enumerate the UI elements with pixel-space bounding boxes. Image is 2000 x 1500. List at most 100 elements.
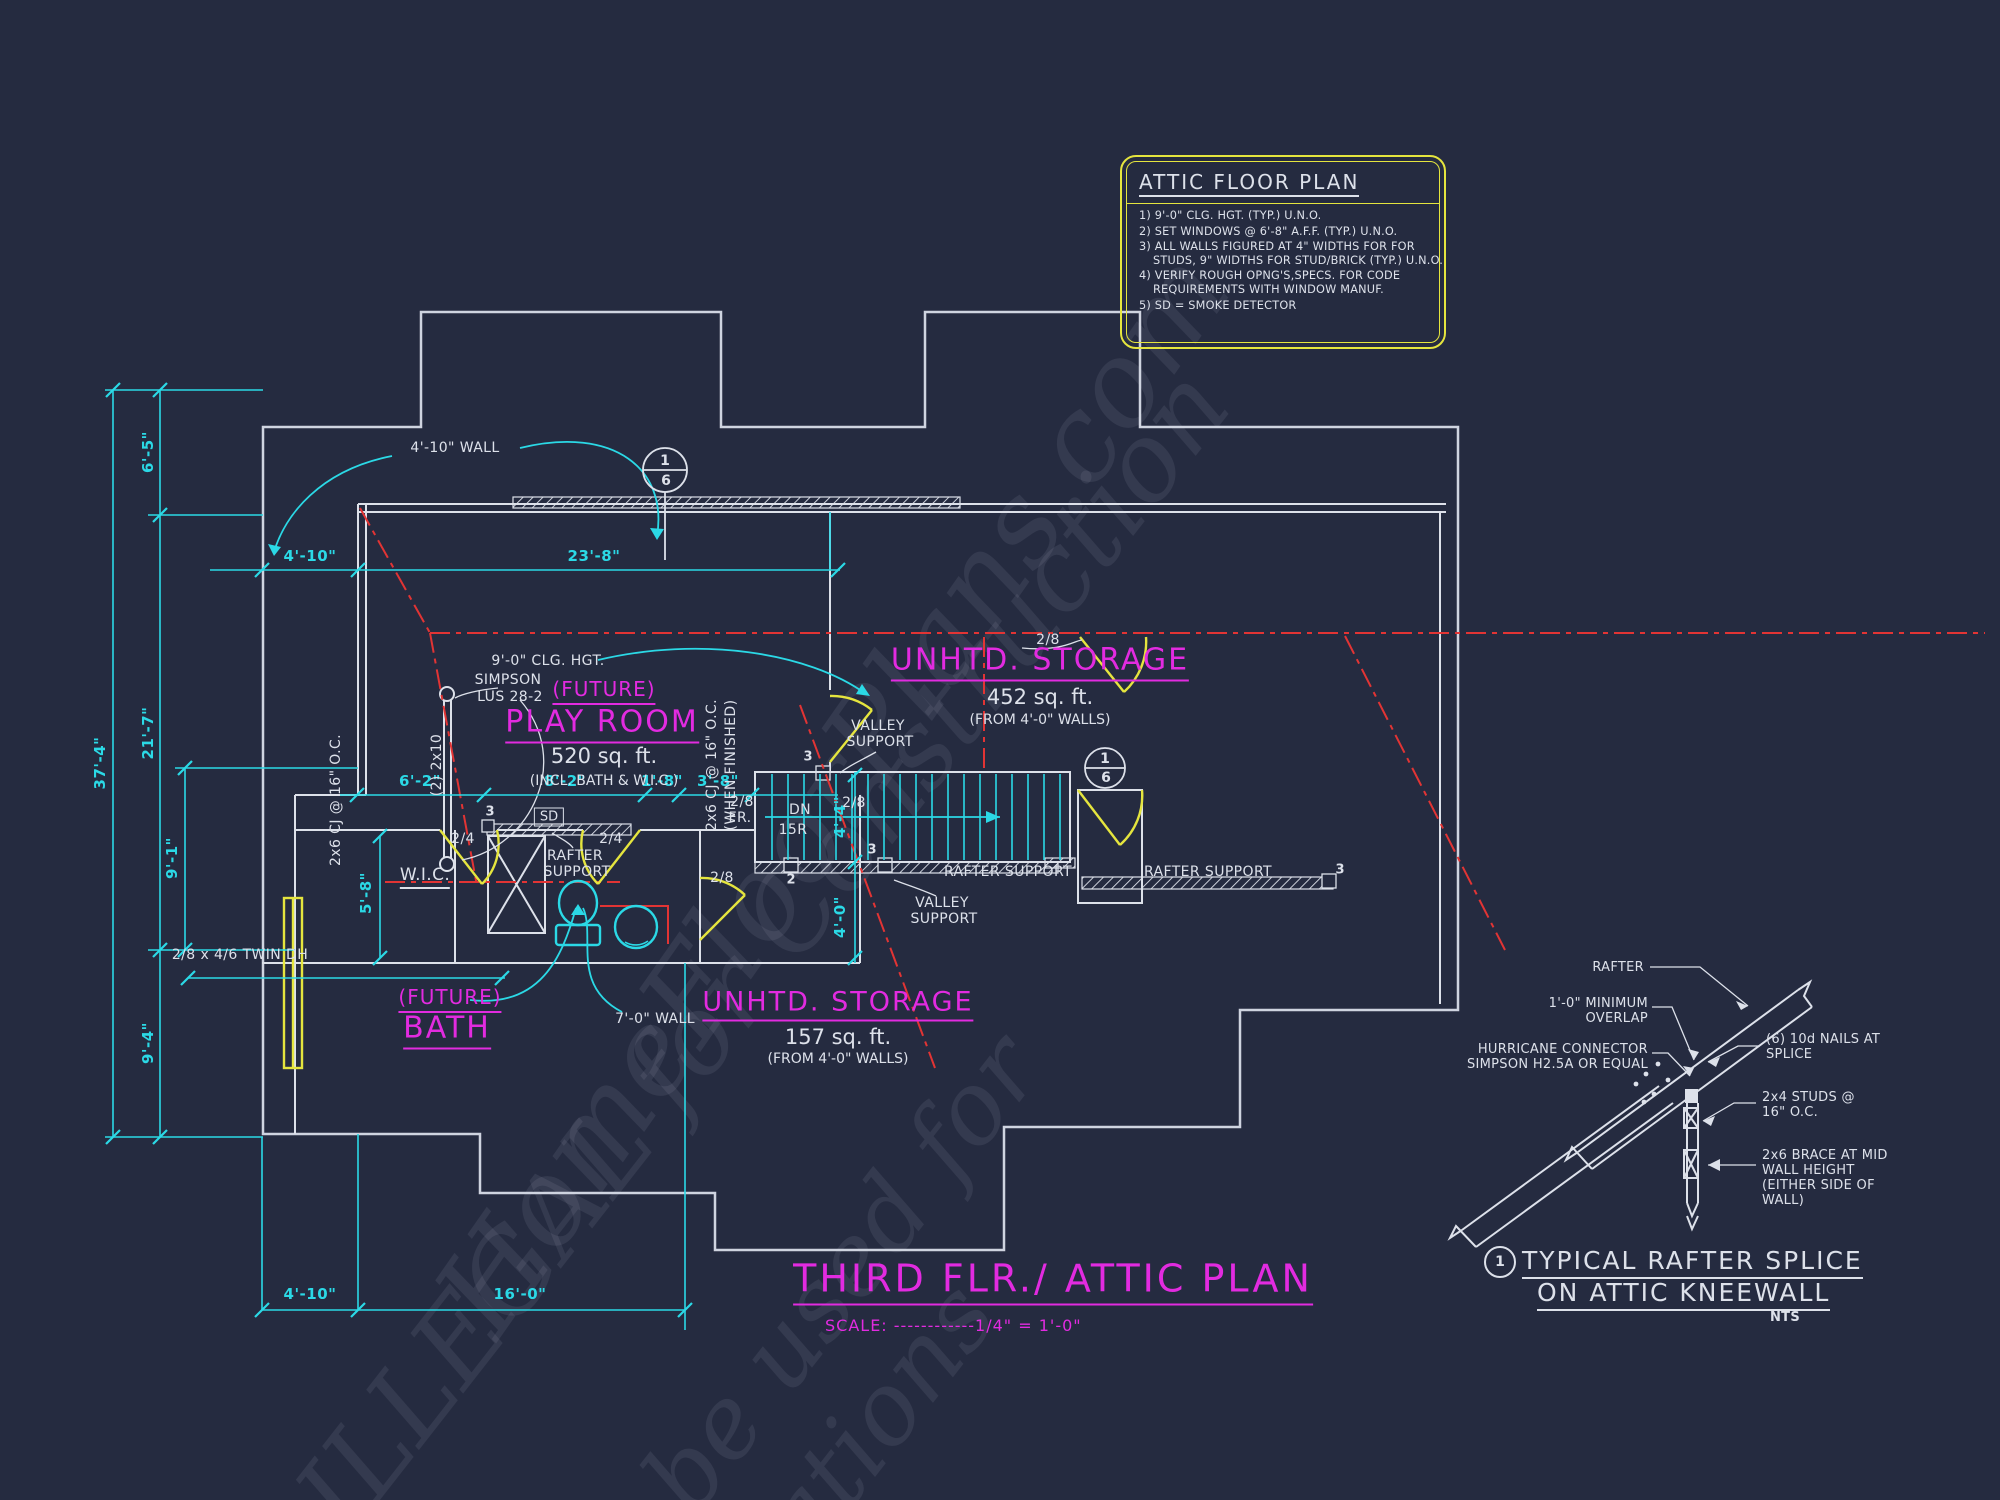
toilet-tank [554, 923, 602, 947]
notes-divider [1127, 203, 1439, 204]
label-twin-dh: 2/8 x 4/6 TWIN DH [171, 947, 309, 963]
label-beam: (2) 2x10 [429, 733, 445, 797]
room-playroom-prefix: (FUTURE) [552, 677, 656, 705]
dim-left-total: 37'-4" [91, 736, 109, 790]
detail-scale-nts: NTS [1770, 1310, 1801, 1325]
room-storage-main-area: 452 sq. ft. [986, 685, 1094, 709]
dim-row-4: 3'-8" [696, 772, 740, 790]
door-chimney [1077, 789, 1144, 846]
doors-and-window [282, 636, 1148, 1070]
room-storage-lower-note: (FROM 4'-0" WALLS) [767, 1051, 909, 1067]
note-5: 5) SD = SMOKE DETECTOR [1139, 298, 1297, 312]
label-cj-mid-1: 2x6 CJ @ 16" O.C. [704, 699, 720, 831]
dim-left-mid: 21'-7" [139, 706, 157, 760]
note-3: 3) ALL WALLS FIGURED AT 4" WIDTHS FOR FO… [1139, 240, 1443, 267]
label-rafter-left-2: SUPPORT [543, 864, 611, 880]
label-cj-left: 2x6 CJ @ 16" O.C. [328, 734, 344, 866]
label-fr-1: 2/8 [730, 794, 754, 810]
detail-label-studs: 2x4 STUDS @ 16" O.C. [1762, 1090, 1855, 1120]
label-valley-bot-2: SUPPORT [910, 911, 978, 927]
callout-top-den: 6 [661, 473, 671, 489]
label-simpson-1: SIMPSON [474, 672, 542, 688]
door-bath [580, 829, 641, 885]
dimension-ticks [105, 382, 863, 1318]
label-simpson-2: LUS 28-2 [477, 689, 543, 705]
sink [613, 904, 659, 950]
room-wic-name: W.I.C. [399, 865, 451, 889]
label-rafter-left-1: RAFTER [546, 848, 604, 864]
detail-label-hurricane: HURRICANE CONNECTOR SIMPSON H2.5A OR EQU… [1466, 1042, 1648, 1072]
detail-label-brace: 2x6 BRACE AT MID WALL HEIGHT (EITHER SID… [1762, 1148, 1888, 1208]
label-wall-410: 4'-10" WALL [410, 440, 500, 456]
room-storage-main-name: UNHTD. STORAGE [890, 643, 1190, 682]
interior-walls [262, 503, 1446, 1134]
bath-red-walls [600, 905, 669, 944]
dim-bottom-main: 16'-0" [493, 1285, 547, 1303]
room-bath-prefix: (FUTURE) [398, 985, 502, 1013]
label-door-28-b: 2/8 [842, 795, 866, 811]
staircase [754, 771, 1071, 863]
footprint-outline [261, 310, 1460, 1252]
leader-curves [273, 441, 867, 1013]
label-smoke-detector: SD [533, 807, 565, 827]
room-playroom-name: PLAY ROOM [505, 705, 699, 744]
toilet-bowl [557, 879, 599, 927]
marker-3-beam: 3 [485, 804, 495, 820]
detail-title-line2: ON ATTIC KNEEWALL [1537, 1278, 1831, 1311]
marker-3-stairs-mid: 3 [867, 842, 877, 858]
label-valley-bot-1: VALLEY [915, 895, 969, 911]
label-rafter-right: RAFTER SUPPORT [1143, 864, 1273, 880]
label-fr-2: FR. [728, 810, 752, 826]
callout-mid-den: 6 [1101, 770, 1111, 786]
detail-title-line1: TYPICAL RAFTER SPLICE [1522, 1246, 1863, 1279]
label-valley-top-2: SUPPORT [846, 734, 914, 750]
marker-3-stairs-top: 3 [803, 749, 813, 765]
room-storage-lower-name: UNHTD. STORAGE [702, 987, 974, 1022]
room-playroom-area: 520 sq. ft. [550, 744, 658, 768]
label-wall-70: 7'-0" WALL [615, 1011, 695, 1027]
sheet-scale: SCALE: ------------1/4" = 1'-0" [825, 1316, 1082, 1335]
notes-title: ATTIC FLOOR PLAN [1139, 170, 1360, 197]
rafter-support-bands [486, 496, 1334, 890]
detail-label-nails: (6) 10d NAILS AT SPLICE [1766, 1032, 1881, 1062]
detail-callout-number: 1 [1495, 1254, 1505, 1270]
callout-mid-num: 1 [1100, 751, 1110, 767]
detail-label-rafter: RAFTER [1592, 960, 1644, 975]
dim-left-lower: 9'-1" [163, 836, 181, 880]
label-valley-top-1: VALLEY [851, 718, 905, 734]
label-rafter-mid: RAFTER SUPPORT [943, 864, 1073, 880]
sheet-title: THIRD FLR./ ATTIC PLAN [793, 1257, 1313, 1306]
dim-left-top: 6'-5" [139, 430, 157, 474]
dim-top-left: 4'-10" [283, 547, 337, 565]
dim-bottom-left: 4'-10" [283, 1285, 337, 1303]
label-door-28-c: 2/8 [1036, 632, 1060, 648]
bath-fixtures [554, 879, 659, 950]
note-4: 4) VERIFY ROUGH OPNG'S,SPECS. FOR CODE R… [1139, 269, 1401, 296]
callout-top-num: 1 [660, 453, 670, 469]
door-stairs [829, 694, 873, 763]
attic-notes-box: ATTIC FLOOR PLAN 1) 9'-0" CLG. HGT. (TYP… [1120, 155, 1446, 349]
dim-row-3: 1'-8" [640, 772, 684, 790]
leader-arrowheads [268, 528, 870, 915]
label-door-28-a: 2/8 [710, 870, 734, 886]
room-playroom-note: (INCL. BATH & W.I.C.) [529, 773, 679, 789]
dim-top-main: 23'-8" [567, 547, 621, 565]
note-2: 2) SET WINDOWS @ 6'-8" A.F.F. (TYP.) U.N… [1139, 224, 1398, 238]
label-door-24-a: 2/4 [451, 831, 475, 847]
callout-circles [642, 447, 1126, 789]
rafter-splice-detail [1447, 966, 1813, 1278]
dim-wic-depth: 5'-8" [357, 871, 375, 915]
label-clg-hgt: 9'-0" CLG. HGT. [491, 653, 605, 669]
room-storage-lower-area: 157 sq. ft. [784, 1025, 892, 1049]
dim-row-1: 6'-2" [398, 772, 442, 790]
door-wic [439, 829, 500, 885]
note-1: 1) 9'-0" CLG. HGT. (TYP.) U.N.O. [1139, 209, 1322, 222]
door-storage [1079, 636, 1148, 693]
detail-label-overlap: 1'-0" MINIMUM OVERLAP [1548, 996, 1648, 1026]
dim-row-2: 8'-2" [543, 772, 587, 790]
dimension-lines [105, 389, 856, 1330]
label-door-24-b: 2/4 [599, 831, 623, 847]
label-dn: DN [788, 802, 812, 818]
